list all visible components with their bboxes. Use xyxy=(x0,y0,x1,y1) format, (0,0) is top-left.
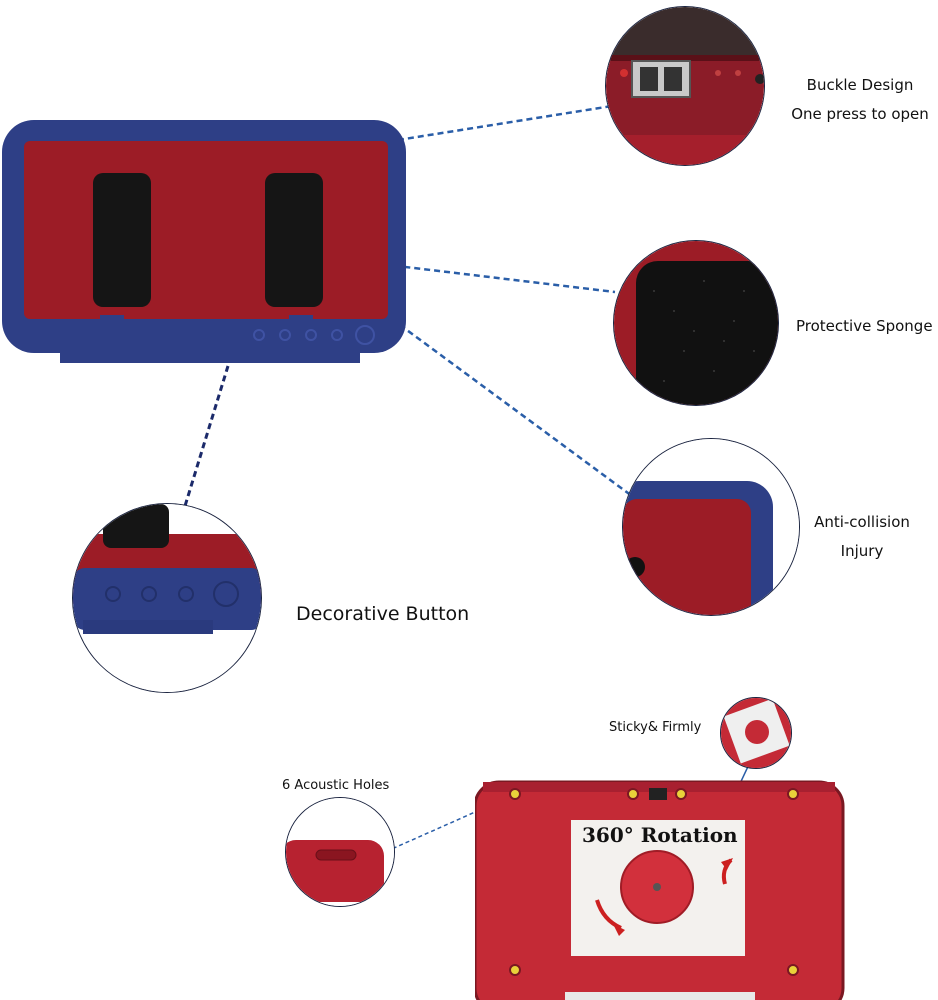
label-anti-collision: Anti-collision xyxy=(814,513,910,531)
box-inner-panel xyxy=(24,141,388,319)
decorative-buttons-row xyxy=(253,325,375,345)
sticky-detail-circle xyxy=(720,697,792,769)
label-one-press: One press to open xyxy=(791,105,929,123)
label-6-acoustic-holes: 6 Acoustic Holes xyxy=(282,778,390,793)
anti-collision-circle xyxy=(622,438,800,616)
sponge-pad-right xyxy=(265,173,323,307)
label-360-rotation: 360° Rotation xyxy=(582,823,738,847)
label-injury: Injury xyxy=(840,542,884,560)
label-decorative-button: Decorative Button xyxy=(296,603,470,625)
label-buckle-design: Buckle Design xyxy=(806,76,914,94)
acoustic-detail-circle xyxy=(285,797,395,907)
sponge-pad-left xyxy=(93,173,151,307)
connector-buckle xyxy=(397,104,613,142)
connector-decorative xyxy=(183,365,230,507)
acoustic-hole xyxy=(509,788,799,976)
sponge-detail-circle xyxy=(613,240,779,406)
phone-box-back xyxy=(475,780,845,1000)
connector-collision xyxy=(399,323,633,498)
phone-box-front xyxy=(2,120,406,363)
buckle-detail-circle xyxy=(605,6,765,166)
rotation-arrow-left xyxy=(595,899,622,930)
decorative-button-circle xyxy=(72,503,262,693)
label-protective-sponge: Protective Sponge xyxy=(796,317,933,335)
label-sticky-firmly: Sticky& Firmly xyxy=(609,720,702,735)
